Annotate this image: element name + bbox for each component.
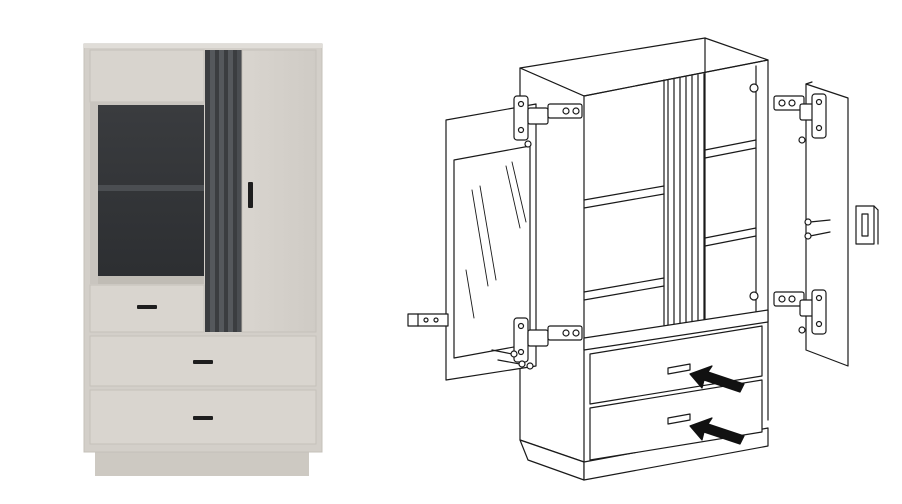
screw-icon bbox=[526, 362, 534, 370]
slat bbox=[228, 50, 233, 332]
glass-compartment bbox=[98, 105, 204, 283]
slat bbox=[237, 50, 241, 332]
shelf-left-2 bbox=[583, 277, 665, 293]
arrow-icon bbox=[689, 365, 745, 393]
assembly-diagram-svg bbox=[407, 37, 879, 481]
door-handle-icon bbox=[248, 182, 253, 208]
glass-shelf bbox=[98, 185, 204, 191]
shelf-right-1 bbox=[704, 139, 757, 151]
cabinet-top-edge bbox=[84, 44, 322, 48]
mount-plate-icon bbox=[749, 83, 759, 93]
hinge-icon bbox=[773, 289, 827, 335]
drawer-top-rail bbox=[583, 309, 769, 351]
bottom-drawer-handle-icon bbox=[193, 416, 213, 420]
right-door-edge bbox=[805, 81, 813, 85]
slat bbox=[210, 50, 215, 332]
mount-plate-icon bbox=[749, 291, 759, 301]
upper-drawer-front bbox=[589, 325, 763, 405]
cabinet-render bbox=[0, 0, 420, 504]
shelf-left-1-front bbox=[583, 193, 665, 209]
hinge-icon bbox=[513, 317, 583, 363]
screw-icon bbox=[798, 326, 806, 334]
shelf-right-2-front bbox=[704, 235, 757, 247]
cabinet-plinth bbox=[95, 450, 309, 476]
hinge-icon bbox=[513, 95, 583, 141]
slat-panel-lines bbox=[667, 73, 705, 337]
carcass-front-edge bbox=[583, 59, 769, 421]
screw-icon bbox=[524, 140, 532, 148]
screw-icon bbox=[491, 349, 526, 368]
right-door bbox=[241, 49, 317, 333]
glass-reflection-lines bbox=[465, 161, 527, 319]
screw-icon bbox=[798, 136, 806, 144]
arrow-icon bbox=[689, 417, 745, 445]
catch-plate-icon bbox=[407, 313, 449, 327]
slat bbox=[219, 50, 224, 332]
shelf-left-1 bbox=[583, 185, 665, 201]
small-drawer-handle-icon bbox=[137, 305, 157, 309]
shelf-right-1-front bbox=[704, 147, 757, 159]
hinge-icon bbox=[773, 93, 827, 139]
upper-drawer-handle-icon bbox=[667, 363, 691, 375]
shelf-left-2-front bbox=[583, 285, 665, 301]
cabinet-render-svg bbox=[83, 43, 323, 476]
upper-left-panel bbox=[89, 49, 205, 103]
catch-plate-icon bbox=[855, 205, 879, 245]
middle-drawer-handle-icon bbox=[193, 360, 213, 364]
lower-drawer-handle-icon bbox=[667, 413, 691, 425]
shelf-right-2 bbox=[704, 227, 757, 239]
assembly-diagram bbox=[400, 0, 902, 504]
screw-icon bbox=[804, 218, 831, 240]
glass-bottom-ledge bbox=[98, 276, 204, 284]
